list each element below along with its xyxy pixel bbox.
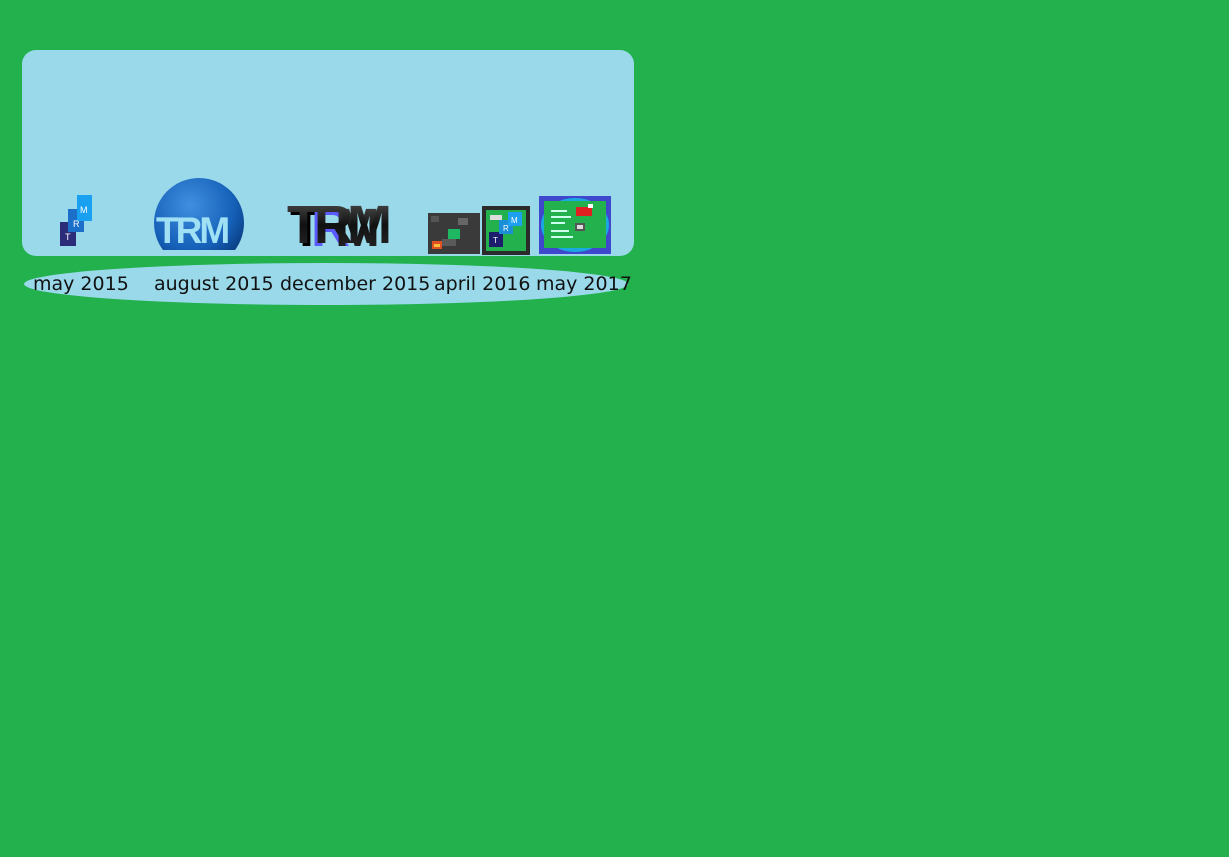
svg-text:M: M	[511, 216, 518, 225]
date-label-may-2017: may 2017	[536, 273, 632, 295]
trm-logo-may-2015: T R M	[58, 194, 94, 248]
date-label-august-2015: august 2015	[154, 273, 274, 295]
date-label-may-2015: may 2015	[33, 273, 129, 295]
svg-text:M: M	[335, 198, 380, 252]
logo-text-august: TRM	[156, 210, 228, 251]
date-label-december-2015: december 2015	[280, 273, 431, 295]
trm-logo-august-2015: TRM	[153, 177, 245, 251]
svg-text:M: M	[80, 205, 88, 215]
timeline-date-labels: may 2015 august 2015 december 2015 april…	[24, 263, 632, 305]
logo-text-december: TRM	[287, 195, 389, 252]
trm-logo-april-2016-dark-tile	[428, 213, 480, 254]
trm-logo-december-2015: T R M TRM	[287, 194, 399, 252]
svg-text:R: R	[73, 219, 80, 229]
svg-text:R: R	[503, 224, 509, 233]
logo-history-panel	[22, 50, 634, 256]
trm-logo-may-2017	[539, 196, 611, 254]
date-label-april-2016: april 2016	[434, 273, 531, 295]
logo-letter-t: T	[65, 232, 71, 242]
trm-logo-april-2016-green-tile: T R M	[482, 206, 530, 255]
logo-text-april: T	[493, 236, 498, 245]
